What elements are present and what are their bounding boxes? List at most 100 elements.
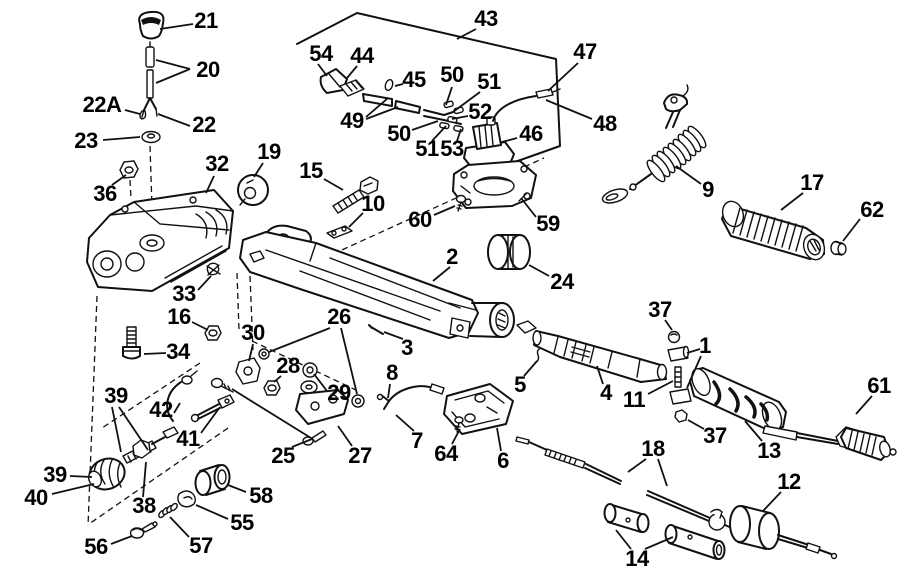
leader-line-14: [644, 536, 674, 550]
part-lead-tube-49: [362, 93, 421, 114]
leader-line-58: [227, 484, 247, 493]
leader-line-49: [365, 106, 399, 120]
leader-line-19: [253, 162, 264, 178]
part-spring-57: [158, 502, 178, 519]
leader-line-12: [762, 491, 782, 512]
leader-line-39: [111, 406, 122, 453]
leader-line-26: [268, 327, 331, 353]
part-washer-26: [258, 348, 365, 408]
part-bushing-29: [302, 362, 318, 378]
part-tiller-arm-2: [239, 224, 515, 339]
leader-line-48: [545, 99, 593, 120]
leader-line-64: [451, 428, 461, 445]
part-bushing-24: [487, 234, 531, 270]
part-cable-18: [515, 436, 735, 531]
leader-line-41: [200, 406, 221, 434]
leader-line-15: [323, 178, 344, 191]
part-nut-28: [263, 380, 281, 396]
leader-line-7: [395, 414, 415, 432]
leader-line-1: [686, 348, 701, 354]
leader-line-16: [191, 321, 209, 331]
part-oring-45: [384, 78, 394, 92]
leader-line-51: [431, 125, 447, 142]
part-link-rod-20: [143, 46, 157, 111]
part-bracket-32: [86, 189, 234, 292]
leader-line-8: [387, 383, 391, 399]
part-clip-5: [516, 320, 542, 364]
leader-line-56: [110, 535, 133, 545]
part-wire-link-42: [166, 370, 198, 422]
leader-line-50: [445, 86, 453, 106]
part-barrel-12: [729, 505, 838, 560]
part-pin-3: [368, 324, 384, 335]
part-bracket-30: [235, 357, 261, 385]
part-nut-36: [119, 160, 139, 179]
leader-line-37: [664, 319, 673, 331]
leader-line-61: [855, 395, 873, 415]
part-grip-17: [721, 200, 826, 261]
leader-line-32: [205, 175, 215, 194]
leader-line-29: [313, 373, 328, 392]
part-clip-22a: [139, 108, 158, 120]
leader-line-36: [111, 174, 127, 186]
part-tool-61: [762, 425, 897, 461]
part-knob-21: [138, 10, 165, 48]
leader-line-52: [451, 115, 469, 120]
part-friction-knob-39-40: [87, 426, 179, 491]
part-bolt-34: [122, 326, 141, 360]
part-lanyard-wire-47: [492, 88, 561, 122]
leader-line-39: [69, 475, 93, 478]
part-tubes-14: [603, 503, 726, 560]
part-screw-25: [210, 377, 327, 446]
part-bracket-6: [443, 383, 514, 435]
part-nut-16: [204, 325, 222, 341]
part-plug-55: [177, 490, 196, 508]
part-plate-10: [326, 225, 353, 239]
leader-line-51: [452, 91, 481, 113]
part-bolt-15: [332, 176, 379, 214]
leader-line-25: [291, 438, 313, 448]
leader-line-9: [675, 165, 702, 185]
part-panel-outline-43: [296, 12, 561, 164]
leader-line-10: [348, 212, 364, 228]
leader-line-20: [155, 68, 191, 84]
leader-line-3: [383, 331, 404, 340]
leader-line-25: [231, 388, 312, 439]
leader-line-57: [169, 516, 190, 538]
leader-line-24: [528, 264, 550, 277]
leader-line-42: [173, 402, 181, 414]
leader-line-17: [780, 192, 804, 211]
part-cable-7-8: [376, 383, 445, 410]
leader-line-39: [118, 406, 149, 451]
leader-line-54: [317, 63, 328, 77]
leader-line-62: [842, 218, 861, 242]
leader-line-44: [346, 65, 358, 79]
leader-line-21: [159, 23, 194, 30]
part-lever-27: [295, 380, 349, 425]
leader-line-14: [615, 529, 632, 550]
leader-line-11: [647, 380, 674, 395]
part-cap-62: [830, 240, 847, 256]
leader-line-47: [547, 62, 579, 92]
part-throttle-shaft-4: [532, 330, 668, 383]
leader-line-28: [273, 375, 282, 383]
leader-line-40: [51, 483, 95, 495]
part-screw-56: [129, 521, 158, 539]
leader-line-2: [432, 266, 451, 282]
part-roller-58: [194, 464, 231, 496]
part-grommet-19: [237, 174, 269, 206]
leader-line-18: [627, 458, 647, 473]
leader-line-46: [501, 137, 518, 143]
leader-line-53: [456, 128, 462, 142]
part-connector-44: [339, 79, 365, 97]
leader-line-55: [195, 504, 229, 520]
leader-line-34: [143, 352, 167, 355]
leader-line-22a: [124, 109, 141, 115]
leader-line-59: [520, 197, 537, 218]
leader-line-27: [337, 425, 353, 447]
part-module-46: [463, 116, 515, 169]
leader-line-18: [657, 458, 668, 487]
part-washer-23: [141, 130, 161, 144]
